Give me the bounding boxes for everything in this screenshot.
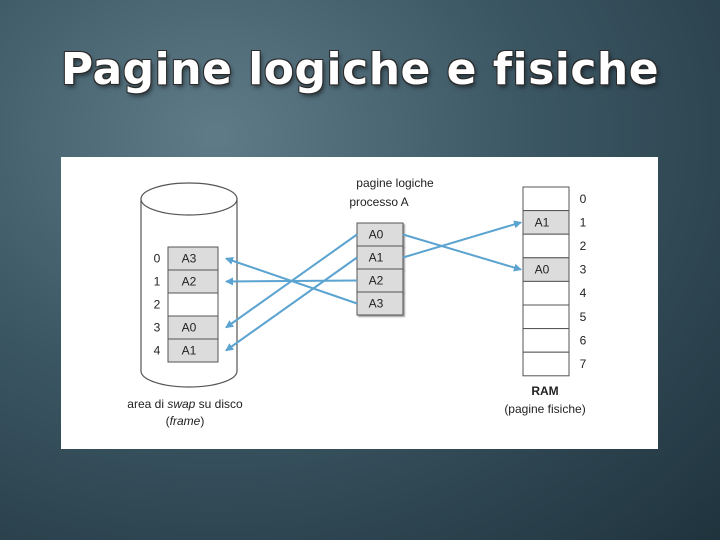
logical-cell-label: A2 [369,274,384,288]
swap-cell-label: A0 [182,321,197,335]
ram-index: 4 [580,286,587,300]
arrow-a0-to-ram [402,233,522,272]
arrow-a1-to-ram [402,220,522,259]
ram-frames: 0A1 1 2A0 3 4 5 6 7 [522,186,587,377]
ram-slot-1: A1 1 [522,210,587,235]
ram-slot-3: A0 3 [522,257,587,282]
ram-index: 2 [580,239,587,253]
ram-label: RAM [531,384,558,398]
swap-slot-0: A3 0 [154,246,219,271]
swap-cell-label: A3 [182,252,197,266]
ram-cell [522,233,570,259]
swap-area: A3 0A2 1 2A0 3A1 4 [154,246,219,363]
ram-slot-6: 6 [522,328,587,353]
swap-index: 2 [154,298,161,312]
swap-cell-label: A1 [182,344,197,358]
swap-cell [167,292,219,317]
arrow-a3-to-swap [225,256,358,305]
ram-cell-label: A0 [535,263,550,277]
swap-cell-label: A2 [182,275,197,289]
ram-index: 5 [580,310,587,324]
ram-index: 7 [580,357,587,371]
ram-cell [522,351,570,377]
swap-index: 1 [154,275,161,289]
ram-index: 3 [580,263,587,277]
swap-index: 0 [154,252,161,266]
mapping-arrows [225,220,522,352]
ram-slot-5: 5 [522,304,587,330]
logical-slot-2: A2 [356,268,404,293]
swap-slot-4: A1 4 [154,338,219,363]
slide-title: Pagine logiche e fisiche [60,44,660,95]
swap-label-line2: (frame) [166,414,205,428]
ram-slot-0: 0 [522,186,587,212]
ram-cell-label: A1 [535,215,550,229]
ram-slot-2: 2 [522,233,587,259]
ram-index: 0 [580,192,587,206]
ram-cell [522,280,570,306]
ram-slot-4: 4 [522,280,587,306]
ram-sublabel: (pagine fisiche) [504,402,585,416]
logical-slot-1: A1 [356,245,404,270]
logical-cell-label: A0 [369,228,384,242]
ram-index: 6 [580,333,587,347]
logical-title-line1: pagine logiche [356,176,434,190]
logical-cell-label: A1 [369,251,384,265]
logical-cell-label: A3 [369,297,384,311]
swap-cell [167,338,219,363]
ram-slot-7: 7 [522,351,587,377]
ram-cell [522,186,570,212]
swap-index: 3 [154,321,161,335]
logical-title-line2: processo A [349,195,408,209]
swap-slot-2: 2 [154,292,219,317]
logical-slot-0: A0 [356,222,404,247]
swap-index: 4 [154,344,161,358]
ram-cell [522,328,570,353]
swap-label-line1: area di swap su disco [127,397,243,411]
ram-index: 1 [580,215,587,229]
arrow-a1-to-swap [225,256,358,352]
ram-cell [522,304,570,330]
logical-slot-3: A3 [356,291,404,316]
